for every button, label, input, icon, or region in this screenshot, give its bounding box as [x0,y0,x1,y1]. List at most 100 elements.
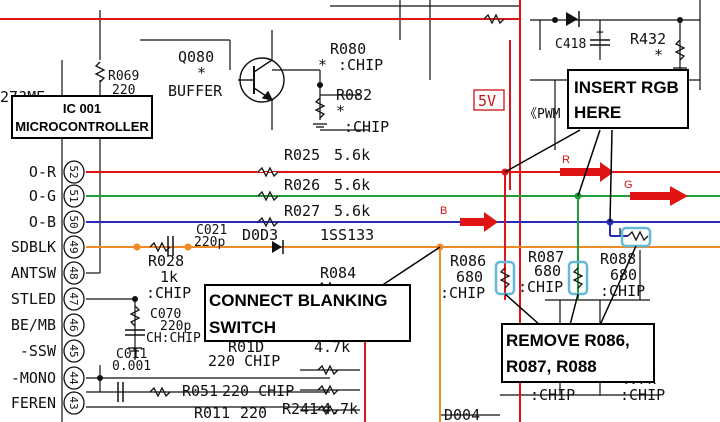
r086-ref: R086 [450,252,486,270]
ic-pin-name: O-G [29,187,56,205]
ic-title-line2: MICROCONTROLLER [15,119,149,134]
c070-pkg: CH:CHIP [146,331,201,346]
resistor-symbols [94,13,686,416]
ic-pin-name: BE/MB [11,316,56,334]
r028-value: 1k [160,268,178,286]
r088-pkg: :CHIP [600,282,645,300]
r080-pkg: :CHIP [338,56,383,74]
diode-d003 [272,240,284,254]
ic-pin-circle [63,261,85,285]
r010-value: 220 CHIP [208,352,280,370]
ic-pin-number: 48 [67,266,80,279]
r026-ref: R026 [284,176,320,194]
r088-ref: R088 [600,250,636,268]
remove-line1: REMOVE R086, [506,331,630,350]
ic-pin-circle [63,160,85,184]
r082-star: * [336,102,345,120]
diode-top [566,11,580,27]
r028-ref: R028 [148,252,184,270]
insert-rgb-line1: INSERT RGB [574,78,679,97]
pwm-label: 《PWM [524,107,561,122]
c070-ref: C070 [150,307,181,322]
d004-ref: D004 [444,406,480,422]
ic-pin-circle [63,366,85,390]
trace-label-r: R [562,154,570,166]
r082-ref: R082 [336,86,372,104]
misc-chip-a: :CHIP [530,386,575,404]
r086-value: 680 [456,268,483,286]
trace-label-b: B [440,205,447,217]
c070-capacitor [125,329,145,336]
c011-value: 0.001 [112,359,151,374]
r086-pkg: :CHIP [440,284,485,302]
q080-ref: Q080 [178,48,214,66]
ic-pin-number: 47 [67,292,80,305]
r087-pkg: :CHIP [518,278,563,296]
c021-capacitor [167,236,174,256]
5v-label: 5V [478,92,496,110]
r011-ref: R011 [194,404,230,422]
q080-func: BUFFER [168,82,223,100]
trace-label-g: G [624,179,633,191]
r026-value: 5.6k [334,176,370,194]
r080-ref: R080 [330,40,366,58]
r432-star: * [654,46,663,64]
r010-ref: R01D [228,338,264,356]
signal-traces [86,171,720,422]
insert-rgb-line2: HERE [574,103,621,122]
ic-pin-name: O-R [29,163,57,181]
r069-value: 220 [112,83,135,98]
r087-ref: R087 [528,248,564,266]
r087-value: 680 [534,262,561,280]
c021-value: 220p [194,235,225,250]
ic-pin-number: 43 [67,396,80,409]
r088-value: 680 [610,266,637,284]
remove-resistors-callout: REMOVE R086, R087, R088 [501,323,655,383]
c418-ref: C418 [555,37,586,52]
ic-pin-name: STLED [11,290,56,308]
ic-pin-number: 46 [67,318,80,331]
connect-blanking-line1: CONNECT BLANKING [209,291,388,310]
ic-pin-circle [63,313,85,337]
ic-pin-name: SDBLK [11,238,56,256]
ic-pin-name: -SSW [20,342,57,360]
ic-pin-number: 44 [67,371,80,385]
ic-title-box: IC 001 MICROCONTROLLER [11,95,153,139]
ic-pin-number: 49 [67,240,80,253]
r028-pkg: :CHIP [146,284,191,302]
ic-title-line1: IC 001 [63,101,101,116]
misc-4k7-a: 4.7k [314,338,350,356]
r027-ref: R027 [284,202,320,220]
connect-blanking-callout: CONNECT BLANKING SWITCH [204,284,411,342]
ic-pin-name: O-B [29,213,56,231]
ic-pin-name: FEREN [11,394,56,412]
arrow-b [460,212,498,232]
r011-value: 220 [240,404,267,422]
r241-value: 4.7k [322,400,358,418]
r432-ref: R432 [630,30,666,48]
insert-rgb-callout: INSERT RGB HERE [567,69,689,129]
ic-pin-circle [63,391,85,415]
arrow-g [630,186,688,206]
r027-value: 5.6k [334,202,370,220]
d003-part: 1SS133 [320,226,374,244]
q080-transistor [238,57,285,103]
c418-capacitor [590,39,610,46]
ic-pin-number: 52 [67,165,80,178]
c070-value: 220p [160,319,191,334]
black-wiring [61,0,701,422]
ic-pin-name: ANTSW [11,264,57,282]
c011-ref: C011 [116,347,147,362]
r080-star: * [318,56,327,74]
r241-ref: R241 [282,400,318,418]
r084-ref: R084 [320,264,356,282]
signal-arrows [460,162,688,232]
arrow-r [560,162,614,182]
r051-value: 220 CHIP [222,382,294,400]
ic-pin-number: 51 [67,189,80,202]
ic-pin-circle [63,184,85,208]
r069-ref: R069 [108,69,139,84]
